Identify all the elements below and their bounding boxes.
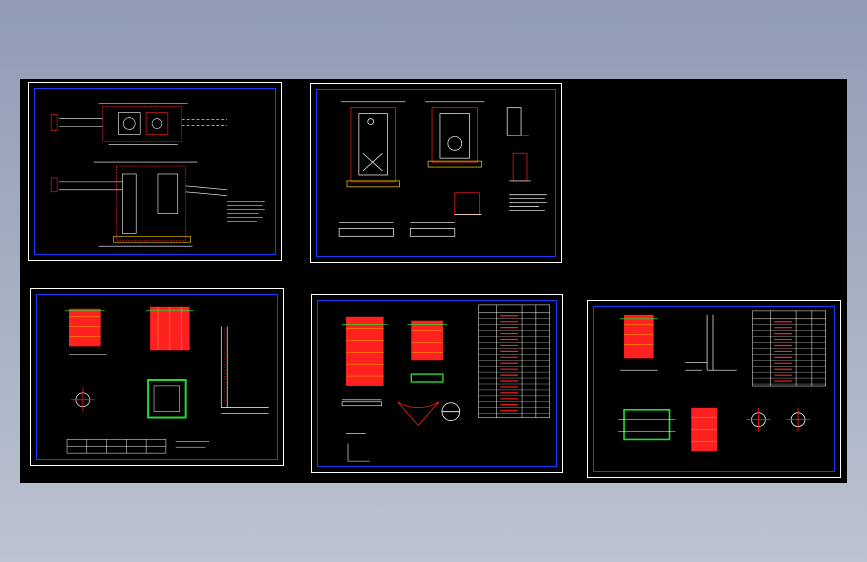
table-block — [66, 439, 210, 454]
sheet-3-drawing — [65, 306, 269, 454]
sheet-4-drawing — [341, 304, 550, 462]
cover-ring-small — [70, 387, 95, 412]
sheet-1-border — [34, 88, 276, 255]
schedule-table-marks — [500, 315, 519, 412]
sheet-1-drawing — [50, 103, 265, 247]
schedule-table-marks — [774, 321, 793, 382]
cover-rings — [746, 407, 810, 432]
schedule-table-rows — [752, 324, 826, 385]
sheet-2-drawing — [338, 101, 547, 237]
sheet-4-border — [317, 300, 557, 467]
sheet-2-border — [316, 89, 556, 257]
sheet-5-drawing — [618, 310, 826, 452]
section-a — [341, 101, 406, 188]
small-details — [341, 399, 382, 462]
cad-model-space[interactable] — [20, 79, 847, 483]
sector-and-circle — [397, 401, 461, 427]
rebar-panel-tall — [342, 316, 388, 386]
green-section — [618, 408, 676, 441]
section-view — [50, 161, 228, 247]
slab-panel-small — [691, 407, 717, 452]
drawing-sheet-1[interactable] — [28, 82, 282, 261]
bottom-details — [338, 192, 547, 237]
sheet-5-border — [593, 306, 835, 472]
sheet-3-border — [36, 294, 278, 460]
notes-block — [227, 201, 265, 222]
drawing-sheet-4[interactable] — [311, 294, 563, 473]
section-b — [425, 101, 485, 168]
wall-section — [220, 326, 269, 414]
frame-green — [147, 378, 187, 419]
drawing-sheet-2[interactable] — [310, 83, 562, 263]
plan-view — [50, 103, 228, 145]
cover-rebar-panel — [620, 314, 658, 371]
slab-rebar-a — [65, 308, 107, 355]
schedule-table — [478, 304, 550, 418]
slab-rebar-b — [146, 306, 194, 351]
drawing-sheet-3[interactable] — [30, 288, 284, 466]
drawing-sheet-5[interactable] — [587, 300, 841, 478]
rebar-panel-small — [407, 320, 447, 383]
schedule-table-rows — [478, 318, 550, 414]
wall-profile — [685, 314, 737, 371]
detail-c — [506, 107, 531, 182]
